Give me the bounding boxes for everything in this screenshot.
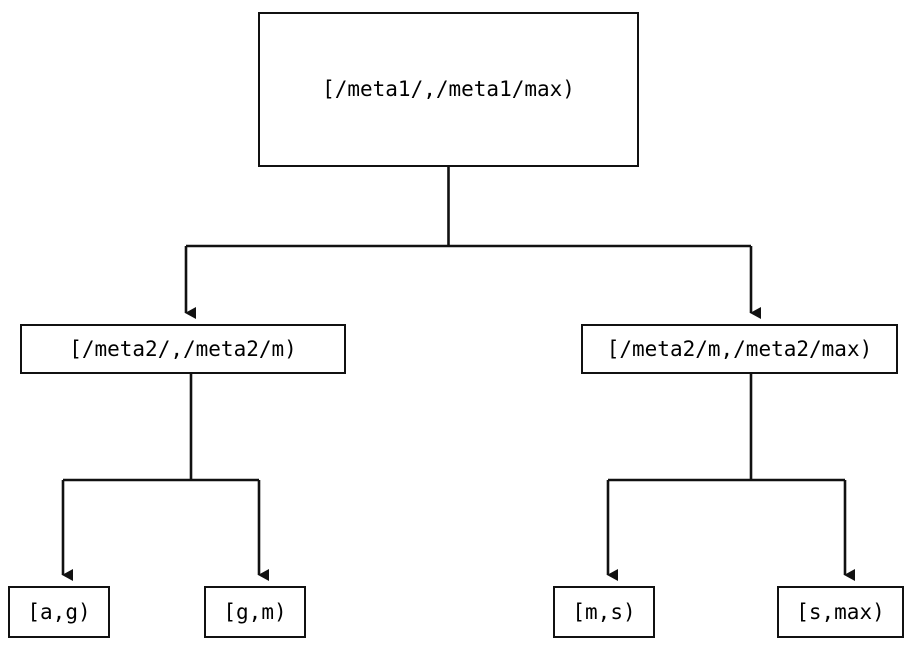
edge-root-to-level1 — [184, 167, 761, 319]
node-leaf-s-max[interactable]: [s,max) — [777, 586, 904, 638]
node-root[interactable]: [/meta1/,/meta1/max) — [258, 12, 639, 167]
node-leaf-m-s-label: [m,s) — [572, 599, 636, 624]
node-leaf-g-m[interactable]: [g,m) — [204, 586, 306, 638]
node-leaf-a-g[interactable]: [a,g) — [8, 586, 110, 638]
node-root-label: [/meta1/,/meta1/max) — [322, 77, 575, 101]
node-leaf-g-m-label: [g,m) — [223, 599, 287, 624]
node-leaf-a-g-label: [a,g) — [27, 599, 91, 624]
edge-right-mid-to-leaves — [606, 374, 855, 581]
node-right-mid-label: [/meta2/m,/meta2/max) — [606, 336, 873, 361]
edge-left-mid-to-leaves — [61, 374, 269, 581]
node-left-mid[interactable]: [/meta2/,/meta2/m) — [20, 324, 346, 374]
node-leaf-s-max-label: [s,max) — [796, 599, 885, 624]
node-left-mid-label: [/meta2/,/meta2/m) — [69, 336, 297, 361]
node-right-mid[interactable]: [/meta2/m,/meta2/max) — [581, 324, 898, 374]
node-leaf-m-s[interactable]: [m,s) — [553, 586, 655, 638]
